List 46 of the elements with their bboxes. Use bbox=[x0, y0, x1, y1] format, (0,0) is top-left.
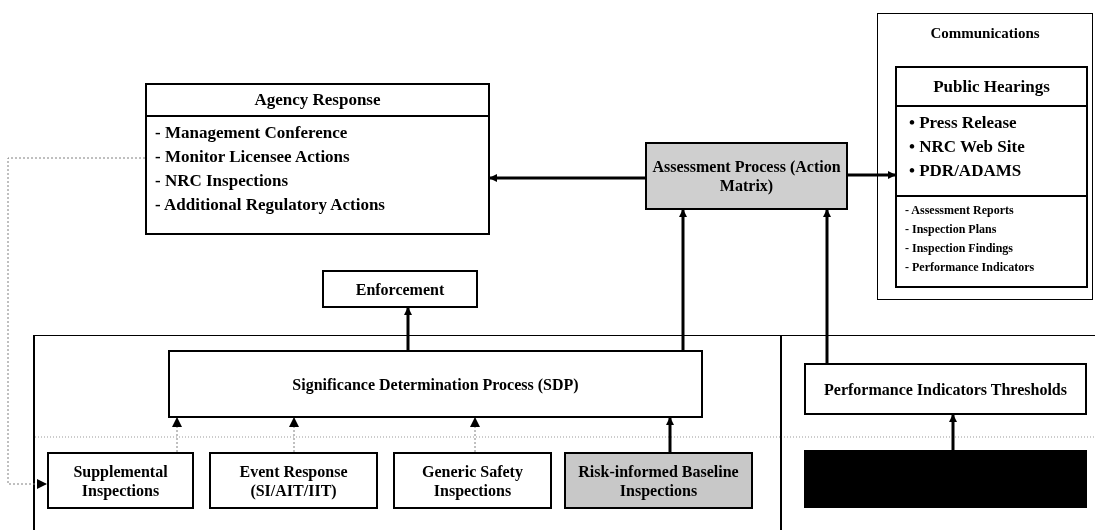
process-box bbox=[564, 452, 753, 509]
list-box bbox=[895, 66, 1088, 288]
arrow bbox=[489, 174, 645, 182]
arrow bbox=[404, 307, 412, 350]
arrow bbox=[172, 417, 182, 453]
list-item: - Additional Regulatory Actions bbox=[155, 194, 386, 216]
box-label: Significance Determination Process (SDP) bbox=[292, 374, 579, 394]
arrow bbox=[470, 417, 480, 453]
box-heading: Communications bbox=[930, 24, 1040, 43]
arrow bbox=[7, 157, 146, 489]
bullet-item: • PDR/ADAMS bbox=[909, 160, 1023, 182]
box-heading: Public Hearings bbox=[933, 75, 1050, 98]
list-item: - Management Conference bbox=[155, 122, 349, 144]
process-box bbox=[322, 270, 478, 308]
arrow bbox=[949, 414, 957, 450]
list-item: - Assessment Reports bbox=[905, 202, 1015, 219]
process-box bbox=[168, 350, 703, 418]
process-box bbox=[804, 363, 1087, 415]
arrow bbox=[679, 209, 687, 350]
box-label: Event Response (SI/AIT/IIT) bbox=[238, 461, 349, 500]
arrow bbox=[823, 209, 831, 363]
box-label: Performance Indicators Thresholds bbox=[824, 379, 1067, 399]
response-box bbox=[145, 83, 490, 235]
region-frame bbox=[33, 335, 782, 530]
box-label: Assessment Process (Action Matrix) bbox=[651, 157, 842, 195]
filled-box bbox=[804, 450, 1087, 508]
box-label: Supplemental Inspections bbox=[72, 461, 169, 500]
bullet-item: • NRC Web Site bbox=[909, 136, 1026, 158]
box-heading: Agency Response bbox=[254, 89, 381, 112]
list-item: - Performance Indicators bbox=[905, 259, 1036, 276]
process-box bbox=[645, 142, 848, 210]
process-box bbox=[209, 452, 378, 509]
process-box bbox=[393, 452, 552, 509]
box-label: Generic Safety Inspections bbox=[421, 461, 524, 500]
box-label: Risk-informed Baseline Inspections bbox=[577, 461, 740, 500]
group-box bbox=[877, 13, 1093, 300]
process-box bbox=[47, 452, 194, 509]
list-item: - Monitor Licensee Actions bbox=[155, 146, 351, 168]
bullet-item: • Press Release bbox=[909, 112, 1018, 134]
arrow bbox=[289, 417, 299, 453]
list-item: - Inspection Plans bbox=[905, 221, 998, 238]
list-item: - NRC Inspections bbox=[155, 170, 290, 192]
box-label: Enforcement bbox=[355, 279, 445, 299]
arrow bbox=[848, 171, 896, 179]
arrow bbox=[666, 417, 674, 452]
list-item: - Inspection Findings bbox=[905, 240, 1015, 257]
